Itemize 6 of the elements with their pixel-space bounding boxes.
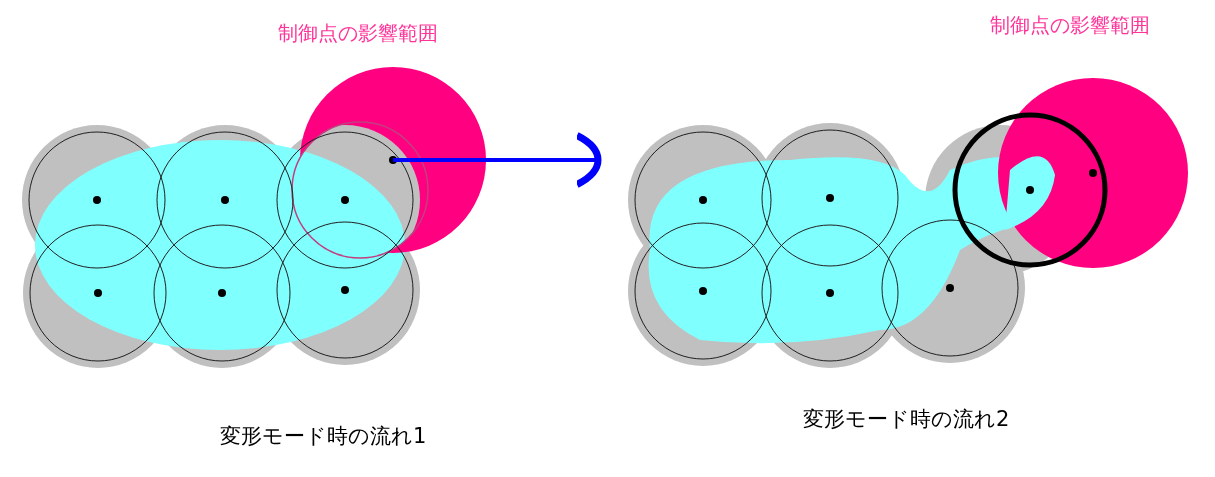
- title: 制御点の影響範囲: [990, 12, 1150, 39]
- deformation-drawing: [628, 78, 1188, 368]
- title: 制御点の影響範囲: [278, 20, 438, 47]
- deformation-drawing: [22, 67, 486, 368]
- caption: 変形モード時の流れ1: [220, 423, 427, 450]
- caption: 変形モード時の流れ2: [803, 406, 1010, 433]
